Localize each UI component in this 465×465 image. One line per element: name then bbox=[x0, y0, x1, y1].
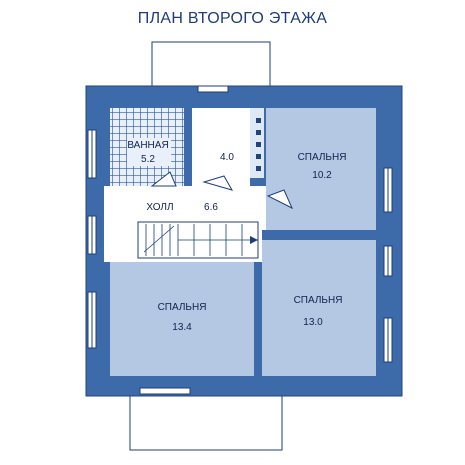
bedroom-bottom-right-area: 13.0 bbox=[303, 317, 323, 328]
balcony-doors bbox=[139, 85, 229, 395]
storage-area: 4.0 bbox=[220, 152, 234, 163]
bedroom-bottom-right-name: СПАЛЬНЯ bbox=[294, 295, 343, 306]
bottom-balcony bbox=[129, 391, 283, 451]
windows-left bbox=[87, 129, 97, 349]
bedroom-bottom-left-name: СПАЛЬНЯ bbox=[158, 302, 207, 313]
storage-floor bbox=[192, 108, 250, 186]
bathroom-label-bg bbox=[127, 138, 171, 166]
bedroom-bottom-left-area: 13.4 bbox=[172, 322, 192, 333]
bedroom-top-right-area: 10.2 bbox=[312, 170, 332, 181]
bedroom-bottom-left-floor bbox=[110, 262, 254, 376]
wardrobe-shelves bbox=[256, 118, 261, 171]
bedroom-bottom-right-floor bbox=[262, 240, 376, 376]
bathroom-area: 5.2 bbox=[141, 154, 155, 165]
windows-right bbox=[383, 167, 393, 363]
doors bbox=[150, 171, 294, 210]
staircase bbox=[137, 221, 259, 259]
plan-title: ПЛАН ВТОРОГО ЭТАЖА bbox=[137, 10, 328, 27]
bathroom-name: ВАННАЯ bbox=[127, 140, 168, 151]
bedroom-top-right-name: СПАЛЬНЯ bbox=[298, 152, 347, 163]
bedroom-top-right-floor bbox=[266, 108, 376, 230]
hall-area: 6.6 bbox=[204, 202, 218, 213]
hall-name: ХОЛЛ bbox=[146, 202, 173, 213]
top-balcony bbox=[151, 41, 271, 89]
